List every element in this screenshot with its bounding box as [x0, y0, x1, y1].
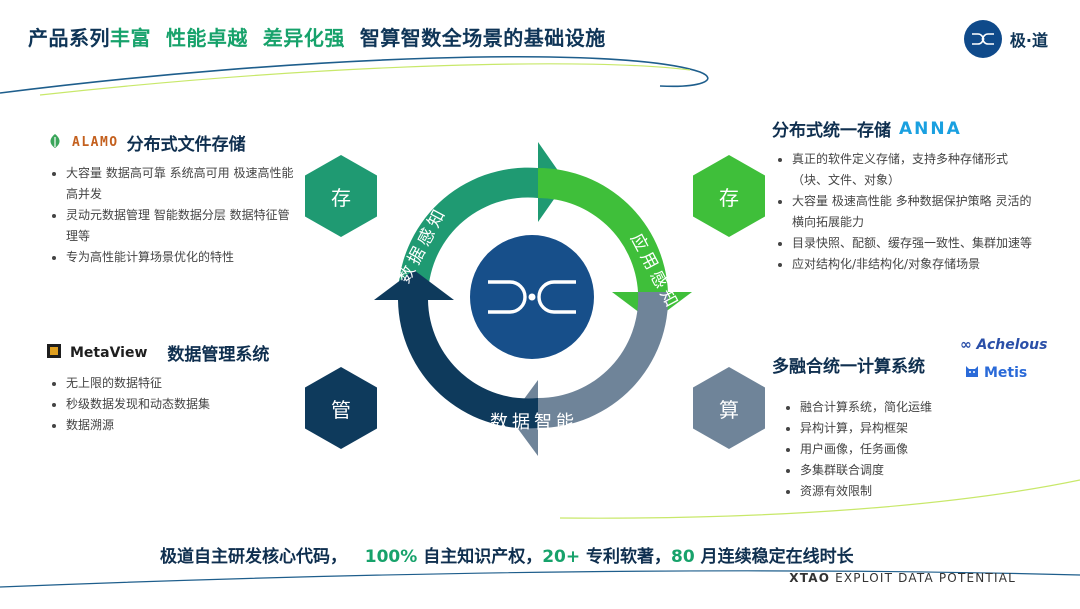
- page-title: 产品系列丰富 性能卓越 差异化强 智算智数全场景的基础设施: [28, 26, 606, 50]
- list-item: 灵动元数据管理 智能数据分层 数据特征管理等: [66, 205, 296, 247]
- bullet-list: 大容量 数据高可靠 系统高可用 极速高性能 高并发 灵动元数据管理 智能数据分层…: [46, 163, 296, 268]
- section-title: 分布式统一存储: [772, 121, 891, 141]
- arc-app-perception: [538, 167, 692, 322]
- list-item: 大容量 数据高可靠 系统高可用 极速高性能 高并发: [66, 163, 296, 205]
- logo-text: 极·道: [1009, 31, 1048, 50]
- list-item: 异构计算，异构框架: [800, 418, 952, 439]
- brand-anna: ANNA: [899, 118, 962, 139]
- cat-icon: [964, 363, 980, 382]
- list-item: 专为高性能计算场景优化的特性: [66, 247, 296, 268]
- logo-icon: [963, 20, 1002, 58]
- list-item: 秒级数据发现和动态数据集: [66, 394, 306, 415]
- section-anna: 分布式统一存储 ANNA 真正的软件定义存储，支持多种存储形式 （块、文件、对象…: [772, 116, 1042, 275]
- list-item: 多集群联合调度: [800, 460, 952, 481]
- cycle-diagram: [374, 142, 692, 456]
- section-title: 分布式文件存储: [126, 135, 246, 155]
- brand-alamo: ALAMO: [72, 135, 119, 150]
- section-metaview: MetaView 数据管理系统 无上限的数据特征 秒级数据发现和动态数据集 数据…: [46, 340, 306, 436]
- list-item: 应对结构化/非结构化/对象存储场景: [792, 254, 1042, 275]
- arc-data-perception: [397, 142, 566, 300]
- bullet-list: 无上限的数据特征 秒级数据发现和动态数据集 数据溯源: [46, 373, 306, 436]
- brand-metaview: MetaView: [70, 344, 148, 361]
- bullet-list: 融合计算系统，简化运维 异构计算，异构框架 用户画像，任务画像 多集群联合调度 …: [772, 397, 952, 502]
- list-item: 无上限的数据特征: [66, 373, 306, 394]
- cycle-label-bottom: 数据智能: [490, 412, 578, 433]
- section-title: 数据管理系统: [167, 345, 270, 365]
- list-item: 数据溯源: [66, 415, 306, 436]
- arc-navy: [374, 270, 538, 429]
- brand-achelous: ∞ Achelous: [960, 337, 1048, 353]
- footer-statement: 极道自主研发核心代码， 100% 自主知识产权，20+ 专利软著，80 月连续稳…: [160, 547, 854, 567]
- metaview-icon: [46, 343, 62, 363]
- hex-left-top: 存: [305, 155, 377, 237]
- list-item: 用户画像，任务画像: [800, 439, 952, 460]
- section-title: 多融合统一计算系统: [772, 357, 925, 377]
- list-item: 目录快照、配额、缓存强一致性、集群加速等: [792, 233, 1042, 254]
- tagline: XTAO EXPLOIT DATA POTENTIAL: [789, 571, 1016, 585]
- list-item: 融合计算系统，简化运维: [800, 397, 952, 418]
- company-logo: 极·道: [963, 20, 1048, 58]
- section-compute: 多融合统一计算系统 融合计算系统，简化运维 异构计算，异构框架 用户画像，任务画…: [772, 352, 952, 502]
- section-alamo: ALAMO 分布式文件存储 大容量 数据高可靠 系统高可用 极速高性能 高并发 …: [46, 130, 296, 268]
- list-item: 大容量 极速高性能 多种数据保护策略 灵活的横向拓展能力: [792, 191, 1042, 233]
- list-item: 真正的软件定义存储，支持多种存储形式 （块、文件、对象）: [792, 149, 1042, 191]
- list-item: 资源有效限制: [800, 481, 952, 502]
- bullet-list: 真正的软件定义存储，支持多种存储形式 （块、文件、对象） 大容量 极速高性能 多…: [772, 149, 1042, 275]
- hex-right-top: 存: [693, 155, 765, 237]
- arc-data-intelligence: [510, 292, 669, 456]
- link-icon: ∞: [960, 337, 972, 353]
- brand-metis: Metis: [964, 363, 1027, 382]
- leaf-icon: [46, 133, 64, 153]
